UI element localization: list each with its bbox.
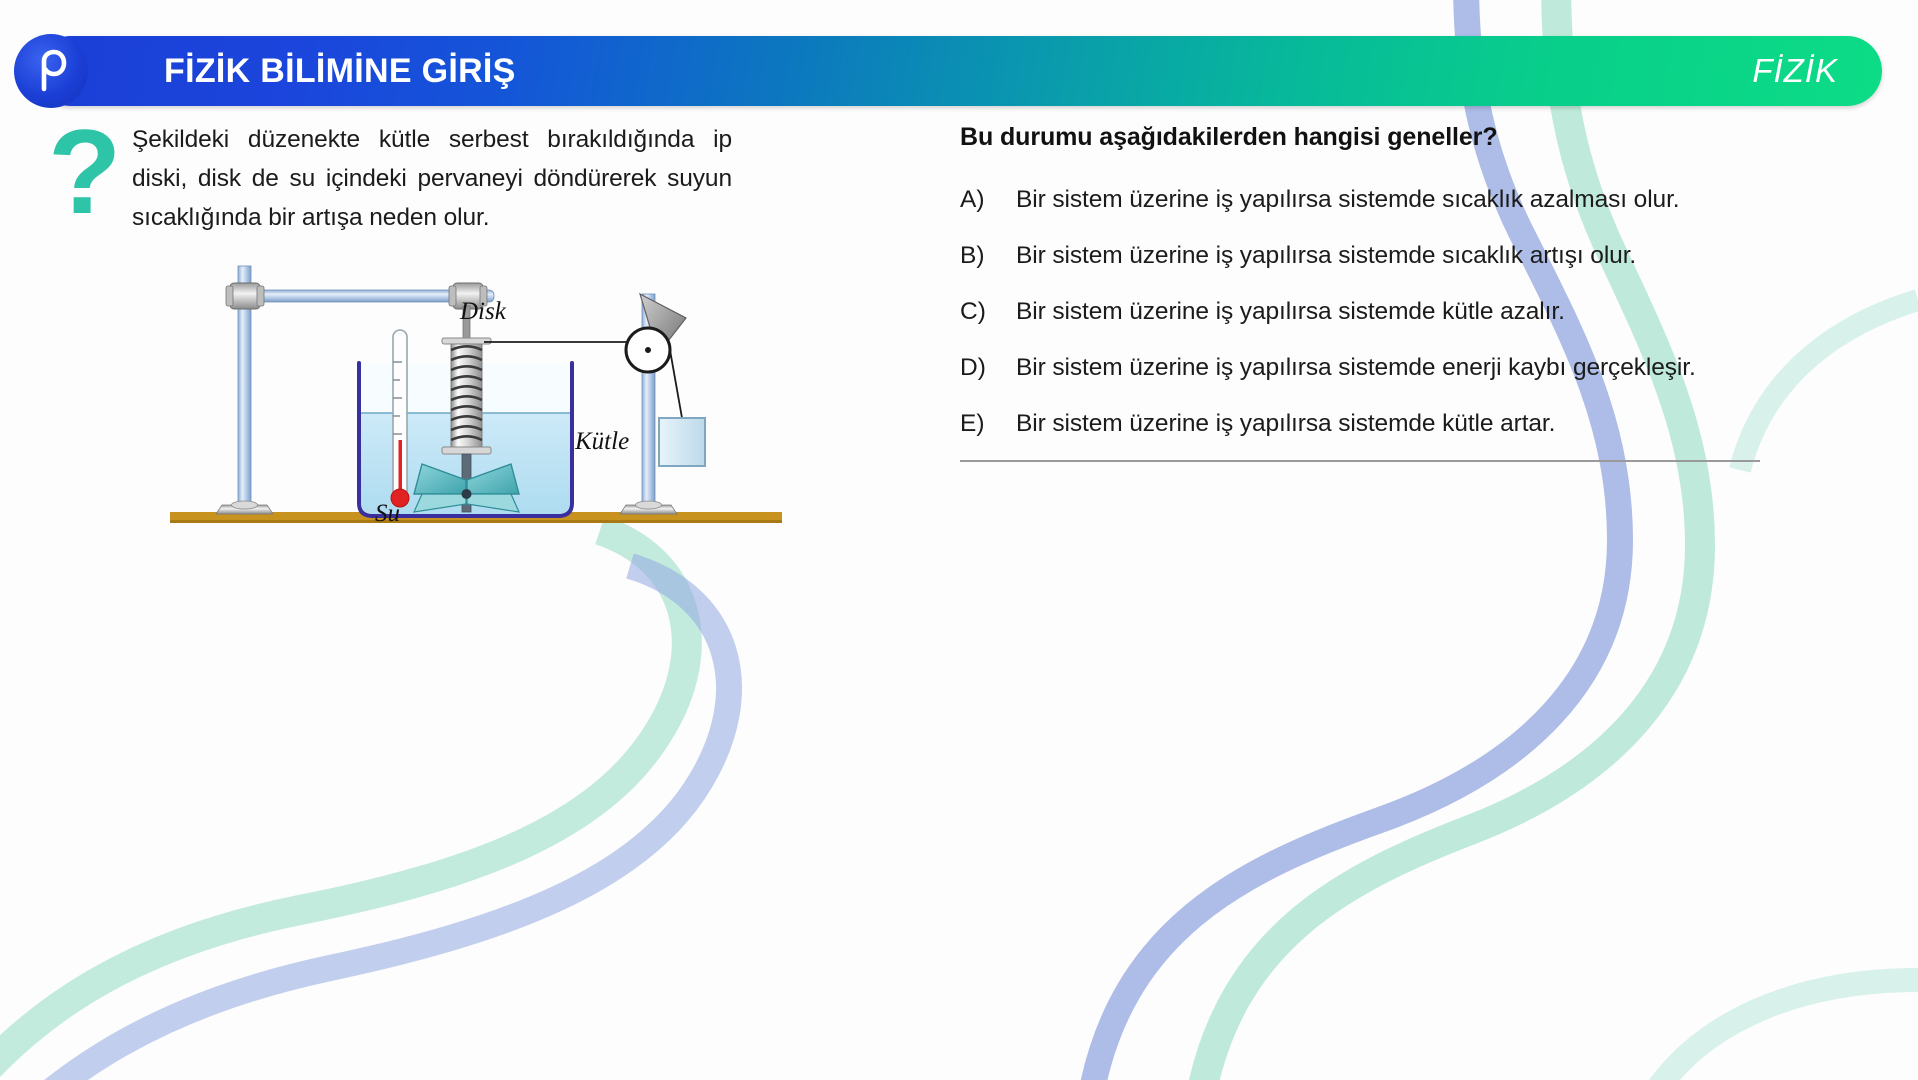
question-stem: Şekildeki düzenekte kütle serbest bırakı… [132,126,732,231]
option-letter-c: C) [960,298,986,325]
answer-options-list: A) Bir sistem üzerine iş yapılırsa siste… [960,180,1790,462]
options-bottom-rule [960,460,1760,462]
page-title: FİZİK BİLİMİNE GİRİŞ [164,52,516,90]
p-logo-icon [14,34,88,108]
joule-paddle-wheel-apparatus: Disk Kütle Su [170,250,830,550]
answer-prompt: Bu durumu aşağıdakilerden hangisi genell… [960,123,1498,151]
answer-option-e[interactable]: E) Bir sistem üzerine iş yapılırsa siste… [960,404,1790,443]
figure-label-kutle: Kütle [575,428,630,455]
figure-label-su: Su [375,500,400,527]
option-text-a: Bir sistem üzerine iş yapılırsa sistemde… [1016,186,1680,213]
option-letter-a: A) [960,186,985,213]
pulley-bracket [639,292,687,356]
paddle-wheel [413,463,520,513]
option-text-e: Bir sistem üzerine iş yapılırsa sistemde… [1016,410,1556,437]
disk-spool [441,337,492,455]
string-to-mass [669,349,683,419]
subject-label: FİZİK [1752,52,1838,89]
answer-option-c[interactable]: C) Bir sistem üzerine iş yapılırsa siste… [960,292,1790,331]
option-letter-d: D) [960,354,986,381]
option-letter-e: E) [960,410,985,437]
option-text-d: Bir sistem üzerine iş yapılırsa sistemde… [1016,354,1696,381]
option-letter-b: B) [960,242,985,269]
thermometer-bulb [390,488,410,508]
figure-label-disk: Disk [460,298,506,325]
answer-option-a[interactable]: A) Bir sistem üzerine iş yapılırsa siste… [960,180,1790,219]
clamp-right [448,282,488,310]
option-text-c: Bir sistem üzerine iş yapılırsa sistemde… [1016,298,1565,325]
answer-option-b[interactable]: B) Bir sistem üzerine iş yapılırsa siste… [960,236,1790,275]
thermometer [390,329,410,508]
option-text-b: Bir sistem üzerine iş yapılırsa sistemde… [1016,242,1637,269]
answer-option-d[interactable]: D) Bir sistem üzerine iş yapılırsa siste… [960,348,1790,387]
hanging-mass [658,417,706,467]
question-mark-icon: ? [48,105,122,239]
slide-header: FİZİK BİLİMİNE GİRİŞ FİZİK [14,34,1882,108]
answers-column: Bu durumu aşağıdakilerden hangisi genell… [960,120,1880,462]
clamp-left [225,282,265,310]
